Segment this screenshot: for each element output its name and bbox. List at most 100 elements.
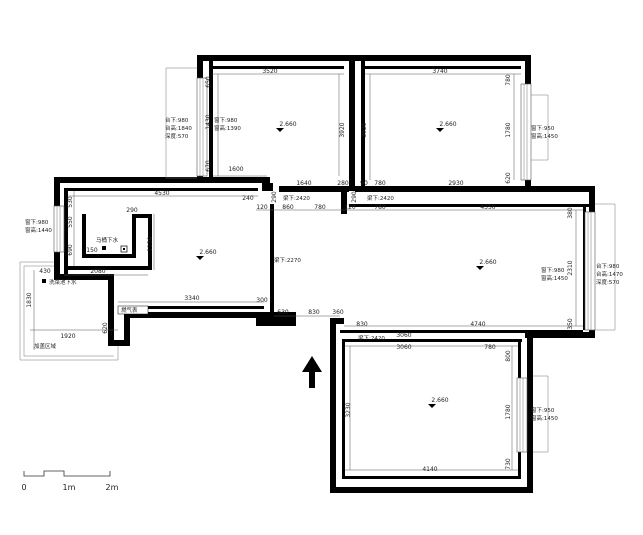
dim-top-right-left: 3920 — [361, 122, 368, 137]
elevation-marker-icon — [436, 128, 444, 132]
dim-small-5: 120 — [344, 204, 356, 211]
dim-small-3: 860 — [282, 204, 294, 211]
dim-side-1: 1830 — [26, 292, 33, 307]
dim-bottom-5: 3060 — [396, 332, 411, 339]
beam-note: 梁下:2270 — [274, 256, 301, 264]
dim-top-left-right: 3920 — [339, 122, 346, 137]
dim-toilet-2: 150 — [86, 247, 98, 254]
dim-top-left-bottom: 1600 — [228, 166, 243, 173]
dim-top-right-right-2: 1780 — [505, 122, 512, 137]
dim-living-left-left-1: 530 — [67, 196, 74, 208]
dim-living-right-right: 2310 — [567, 260, 574, 275]
window-note-top-right-2: 窗高:1450 — [531, 132, 558, 140]
gas-meter-box — [117, 305, 149, 315]
window-note-left-2: 窗高:1440 — [25, 226, 52, 234]
dim-connector-2: 280 — [337, 180, 349, 187]
window-note-right-2: 窗高:1450 — [541, 274, 568, 282]
sill-note-right-3: 深度:570 — [596, 278, 620, 286]
dim-side-2: 1920 — [60, 333, 75, 340]
dim-small-1: 120 — [256, 204, 268, 211]
elevation-top-left: 2.660 — [279, 121, 296, 128]
drain-square-icon — [102, 246, 106, 250]
dim-bottom-room-right-2: 730 — [505, 458, 512, 470]
dim-bottom-7: 350 — [567, 318, 574, 330]
dim-living-left-bottom: 3340 — [184, 295, 199, 302]
dim-small-2: 240 — [242, 195, 254, 202]
sill-note-right-2: 台高:1470 — [596, 270, 623, 278]
dim-living-left-left-2: 550 — [67, 216, 74, 228]
elevation-bottom-room: 2.660 — [431, 397, 448, 404]
toilet-drain-dot-icon — [123, 248, 125, 250]
lintel-left: 梁下:2420 — [283, 194, 310, 202]
elevation-marker-icon — [476, 266, 484, 270]
elevation-living-right: 2.660 — [479, 259, 496, 266]
sink-drain-icon — [42, 279, 46, 283]
dim-top-right-bottom: 2930 — [448, 180, 463, 187]
dim-top-right-right-3: 620 — [505, 172, 512, 184]
dim-connector-4: 780 — [374, 180, 386, 187]
dim-side-3: 620 — [102, 322, 109, 334]
elevation-marker-icon — [276, 128, 284, 132]
toilet-drain-icon — [120, 245, 128, 253]
dim-living-left-left-3: 690 — [67, 244, 74, 256]
window-note-left-1: 窗下:980 — [25, 218, 49, 226]
window-note-right-1: 窗下:980 — [541, 266, 565, 274]
top-left-room-labels: 3520 1600 650 1430 670 3920 2.660 窗下:980… — [165, 68, 346, 173]
windows — [19, 67, 616, 453]
scale-label-1m: 1m — [63, 483, 76, 492]
dim-connector-1: 1640 — [296, 180, 311, 187]
dimension-lines — [30, 73, 583, 471]
top-right-room-labels: 3740 2930 3920 780 1780 620 2.660 窗下:950… — [361, 68, 558, 187]
up-arrow-icon — [302, 356, 322, 388]
sill-note-top-left-1: 台下:980 — [165, 116, 189, 124]
dim-small-8: 380 — [567, 207, 574, 219]
connector-labels: 1640 280 90 780 梁下:2420 梁下:2420 120 240 … — [242, 180, 574, 219]
dim-small-6: 780 — [374, 204, 386, 211]
dim-bottom-1: 630 — [277, 309, 289, 316]
elevation-living-left: 2.660 — [199, 249, 216, 256]
window-note-top-left-2: 窗高:1390 — [214, 124, 241, 132]
dim-living-left-right: 1130 — [147, 236, 154, 251]
dim-bottom-room-bottom: 4140 — [422, 466, 437, 473]
dim-top-right-width: 3740 — [432, 68, 447, 75]
dim-top-left-left-1: 650 — [205, 76, 212, 88]
lintel-bottom: 梁下:2420 — [358, 334, 385, 342]
dim-bottom-6: 4740 — [470, 321, 485, 328]
balcony-label: 加盖区域 — [34, 342, 57, 350]
elevation-marker-icon — [428, 404, 436, 408]
elevation-marker-icon — [196, 256, 204, 260]
dim-lower-1: 430 — [39, 268, 51, 275]
dim-small-9: 290 — [271, 191, 278, 203]
sill-note-top-left-2: 台高:1840 — [165, 124, 192, 132]
scale-label-2m: 2m — [106, 483, 119, 492]
toilet-drain-label: 马桶下水 — [96, 236, 119, 244]
scale-label-0: 0 — [21, 483, 26, 492]
bottom-room-labels: 3060 4140 780 800 3230 1780 730 2.660 窗下… — [345, 344, 558, 473]
dim-lower-2: 2080 — [90, 268, 105, 275]
dim-top-right-right-1: 780 — [505, 74, 512, 86]
window-note-top-left-1: 窗下:980 — [214, 116, 238, 124]
scale-bar: 0 1m 2m — [21, 470, 119, 492]
elevation-top-right: 2.660 — [439, 121, 456, 128]
dim-connector-3: 90 — [360, 180, 368, 187]
inner-walls — [64, 61, 589, 479]
dim-bottom-2: 830 — [308, 309, 320, 316]
window-note-top-right-1: 窗下:950 — [531, 124, 555, 132]
living-right-labels: 2.660 2310 630 830 360 830 3060 4740 350… — [277, 259, 623, 342]
sill-note-right-1: 台下:980 — [596, 262, 620, 270]
window-note-bottom-1: 窗下:950 — [531, 406, 555, 414]
dim-toilet-1: 290 — [126, 207, 138, 214]
dim-small-7: 4350 — [480, 204, 495, 211]
dim-bottom-3: 360 — [332, 309, 344, 316]
lintel-right: 梁下:2420 — [367, 194, 394, 202]
window-note-bottom-2: 窗高:1450 — [531, 414, 558, 422]
dim-small-4: 780 — [314, 204, 326, 211]
dim-bottom-room-top: 3060 — [396, 344, 411, 351]
sink-drain-label: 洗菜池下水 — [49, 278, 77, 286]
dim-bottom-4: 830 — [356, 321, 368, 328]
sill-note-top-left-3: 深度:570 — [165, 132, 189, 140]
dim-bottom-room-left: 3230 — [345, 402, 352, 417]
dim-top-left-left-3: 670 — [205, 160, 212, 172]
dim-top-left-width: 3520 — [262, 68, 277, 75]
